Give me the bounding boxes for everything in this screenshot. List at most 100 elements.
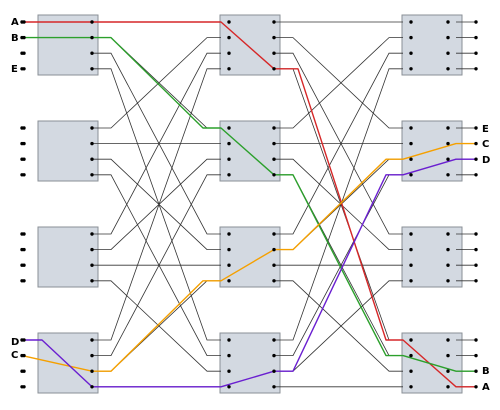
- port-dot: [409, 338, 413, 342]
- port-dot: [90, 35, 94, 40]
- port-dot: [227, 157, 231, 161]
- port-dot: [446, 157, 450, 161]
- path-d: [22, 158, 476, 388]
- output-dot: [474, 35, 478, 40]
- output-dot: [474, 385, 478, 389]
- port-dot: [409, 263, 413, 267]
- io-stubs: [22, 21, 476, 388]
- port-dot: [90, 67, 94, 71]
- interconnect-wire: [92, 158, 221, 250]
- interconnect-wire: [274, 37, 403, 129]
- port-dot: [446, 173, 450, 177]
- port-dot: [409, 279, 413, 283]
- switch-box-stage2-3: [219, 226, 281, 288]
- input-dot: [20, 247, 24, 252]
- port-dot: [272, 385, 276, 389]
- input-dot: [20, 369, 24, 373]
- interconnect-wire: [92, 174, 221, 356]
- port-dot: [446, 20, 450, 24]
- switch-box-stage1-2: [37, 120, 99, 182]
- output-dot: [474, 338, 478, 342]
- port-dot: [90, 263, 94, 267]
- port-dot: [90, 157, 94, 161]
- input-dot: [20, 157, 24, 161]
- port-dot: [446, 369, 450, 373]
- port-dot: [409, 369, 413, 373]
- port-dot: [272, 141, 276, 146]
- port-dot: [90, 126, 94, 130]
- input-dot: [20, 126, 24, 130]
- output-dot: [474, 353, 478, 358]
- output-dot: [474, 67, 478, 71]
- input-label-e: E: [11, 64, 18, 75]
- port-dot: [90, 173, 94, 177]
- output-label-c: C: [482, 139, 489, 150]
- port-dot: [90, 385, 94, 389]
- port-dot: [409, 51, 413, 55]
- output-label-b: B: [482, 366, 490, 377]
- output-dot: [474, 173, 478, 177]
- switch-box-stage3-3: [401, 226, 463, 288]
- port-dot: [90, 369, 94, 373]
- port-dot: [227, 338, 231, 342]
- port-dot: [90, 141, 94, 146]
- interconnect-wire: [92, 52, 221, 235]
- routed-paths: [21, 21, 476, 388]
- input-dot: [20, 173, 24, 177]
- port-dot: [227, 385, 231, 389]
- input-dot: [20, 51, 24, 55]
- port-dot: [90, 232, 94, 236]
- port-dot: [90, 247, 94, 252]
- port-dot: [272, 232, 276, 236]
- interconnect-wire: [274, 52, 403, 235]
- output-dot: [474, 263, 478, 267]
- switch-box-stage1-1: [37, 14, 99, 76]
- interconnect-wire: [92, 158, 221, 250]
- output-dot: [474, 141, 478, 146]
- port-dot: [227, 35, 231, 40]
- input-dot: [20, 279, 24, 283]
- switch-box-stage2-4: [219, 332, 281, 394]
- interconnect-wire: [274, 68, 403, 341]
- port-dot: [272, 35, 276, 40]
- port-dot: [446, 279, 450, 283]
- input-label-a: A: [11, 17, 19, 28]
- port-dot: [90, 279, 94, 283]
- port-dot: [227, 20, 231, 24]
- port-dot: [272, 338, 276, 342]
- port-dot: [446, 247, 450, 252]
- port-dot: [272, 263, 276, 267]
- input-label-d: D: [11, 337, 19, 348]
- port-labels: A B E D C E C D B A: [11, 17, 490, 393]
- port-dot: [446, 141, 450, 146]
- port-dot: [272, 247, 276, 252]
- input-dot: [20, 232, 24, 236]
- input-dot: [20, 35, 24, 40]
- output-dot: [474, 157, 478, 161]
- port-dot: [227, 263, 231, 267]
- port-dot: [409, 385, 413, 389]
- port-dot: [272, 20, 276, 24]
- input-dot: [20, 338, 24, 342]
- port-dot: [446, 338, 450, 342]
- port-dot: [409, 157, 413, 161]
- path-b: [22, 36, 476, 372]
- interconnect-wire: [92, 68, 221, 341]
- output-dot: [474, 369, 478, 373]
- switch-box-stage1-3: [37, 226, 99, 288]
- port-dot: [446, 385, 450, 389]
- port-dot: [227, 279, 231, 283]
- port-dot: [446, 232, 450, 236]
- port-dot: [409, 173, 413, 177]
- port-dot: [446, 263, 450, 267]
- port-dot: [90, 20, 94, 24]
- port-dot: [446, 353, 450, 358]
- output-dot: [474, 126, 478, 130]
- input-dot: [20, 263, 24, 267]
- port-dot: [272, 353, 276, 358]
- switch-box-stage3-1: [401, 14, 463, 76]
- output-dot: [474, 20, 478, 24]
- interconnect-wires: [92, 21, 403, 388]
- port-dot: [90, 51, 94, 55]
